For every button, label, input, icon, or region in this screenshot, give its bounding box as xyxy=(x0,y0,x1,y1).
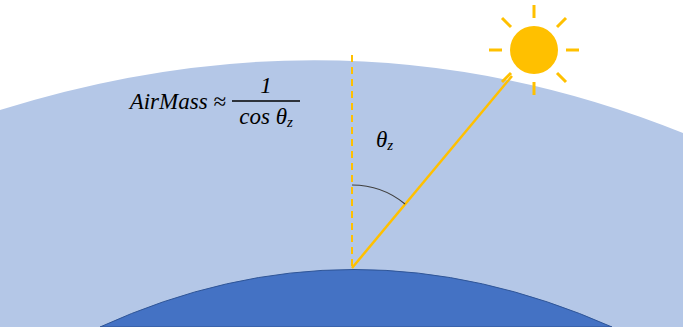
formula-text: AirMass ≈ xyxy=(130,90,226,113)
zenith-line xyxy=(351,55,353,268)
angle-subscript: z xyxy=(387,138,393,153)
fraction-bar xyxy=(232,100,300,101)
earth xyxy=(100,270,612,327)
sun-symbol xyxy=(489,5,579,95)
sun-ray xyxy=(352,76,512,268)
angle-label: θ xyxy=(376,128,387,151)
formula-denominator: cos θ xyxy=(239,105,287,128)
atmosphere xyxy=(0,60,683,327)
angle-arc xyxy=(352,185,405,204)
formula-subscript: z xyxy=(287,115,293,130)
formula-numerator: 1 xyxy=(260,74,272,97)
